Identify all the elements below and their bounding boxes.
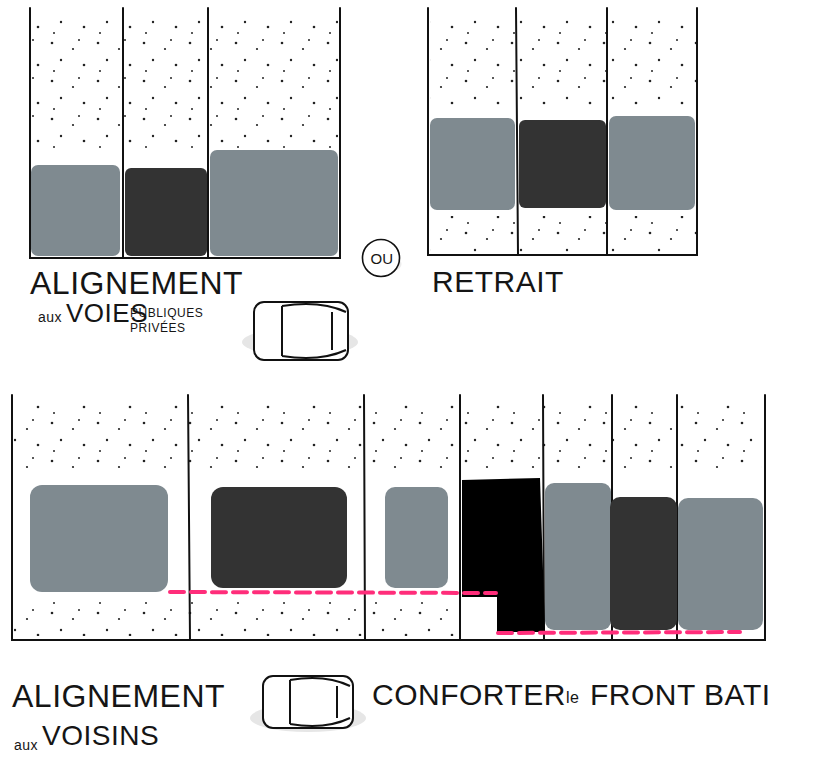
heading: ALIGNEMENT — [30, 267, 243, 299]
small-word: le — [566, 690, 579, 706]
circle-text: OU — [370, 251, 394, 266]
small-word: PUBLIQUES — [130, 307, 203, 319]
small-word: aux — [14, 738, 38, 752]
heading: FRONT BATI — [590, 680, 771, 710]
heading: ALIGNEMENT — [12, 680, 225, 712]
circle-badge: OU — [360, 237, 402, 279]
heading: VOISINS — [42, 722, 159, 750]
heading: CONFORTER — [372, 680, 566, 710]
heading: RETRAIT — [432, 267, 564, 297]
small-word: aux — [38, 310, 62, 324]
small-word: PRIVÉES — [130, 322, 186, 334]
